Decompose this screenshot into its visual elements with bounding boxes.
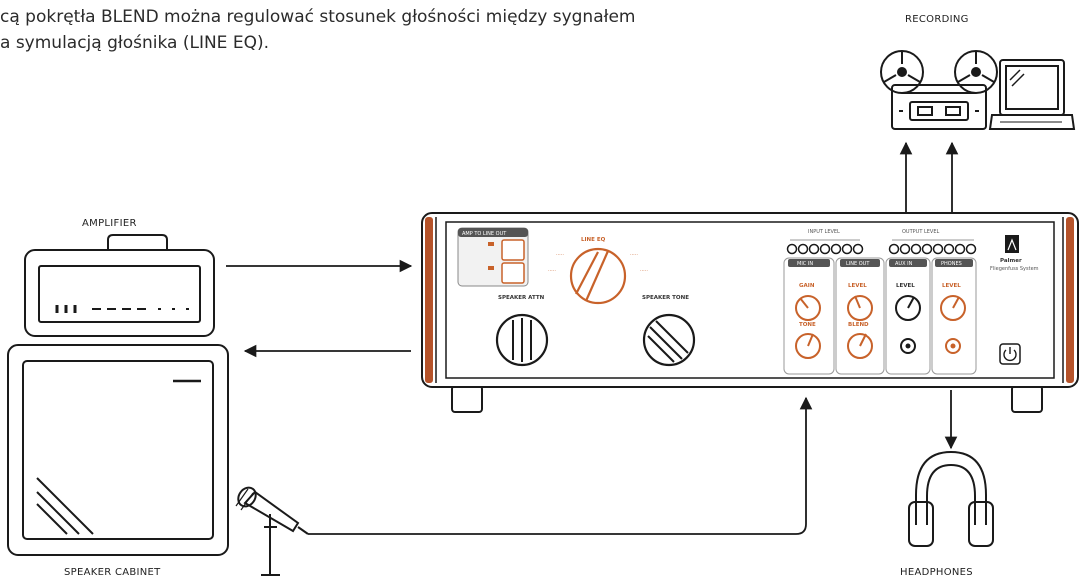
brand-name: Palmer	[1000, 258, 1022, 264]
microphone-icon	[235, 486, 309, 576]
mic-in-label: MIC IN	[797, 261, 813, 267]
tape-recorder-icon	[880, 50, 998, 130]
aux-in-level-label: LEVEL	[896, 283, 915, 289]
output-level-leds	[888, 243, 977, 255]
speaker-tone-label: SPEAKER TONE	[642, 295, 689, 301]
svg-text:·····: ·····	[630, 252, 638, 258]
amp-switch-upper[interactable]	[501, 239, 525, 261]
laptop-icon	[988, 59, 1076, 130]
speaker-cabinet-icon	[7, 344, 229, 556]
line-out-label: LINE OUT	[846, 261, 870, 267]
intro-text: cą pokrętła BLEND można regulować stosun…	[0, 4, 860, 56]
headphones-label: HEADPHONES	[900, 567, 973, 578]
svg-text:·····: ·····	[556, 252, 564, 258]
amplifier-head-icon	[24, 234, 215, 337]
amp-to-line-out-label: AMP TO LINE OUT	[462, 231, 507, 237]
output-level-label: OUTPUT LEVEL	[902, 229, 939, 235]
input-level-label: INPUT LEVEL	[808, 229, 840, 235]
intro-line-1: cą pokrętła BLEND można regulować stosun…	[0, 7, 636, 27]
amp-switch-lower[interactable]	[501, 262, 525, 284]
speaker-cabinet-label: SPEAKER CABINET	[64, 567, 161, 578]
mic-cable-arrow	[308, 396, 813, 535]
speaker-attn-label: SPEAKER ATTN	[498, 295, 545, 301]
svg-text:·····: ·····	[548, 268, 556, 274]
palmer-logo: Palmer Fliegenfuss System	[990, 235, 1039, 272]
palmer-device: AMP TO LINE OUT LINE EQ ····· ····· ····…	[421, 212, 1079, 413]
speaker-attn-knob[interactable]	[495, 313, 549, 367]
speaker-tone-knob[interactable]	[642, 313, 696, 367]
intro-line-2: a symulacją głośnika (LINE EQ).	[0, 33, 269, 53]
line-eq-knob[interactable]	[569, 247, 627, 305]
recording-label: RECORDING	[905, 14, 969, 25]
phones-level-label: LEVEL	[942, 283, 961, 289]
blend-label: BLEND	[848, 322, 869, 328]
gain-label: GAIN	[799, 283, 815, 289]
brand-subtitle: Fliegenfuss System	[990, 266, 1039, 272]
amplifier-label: AMPLIFIER	[82, 218, 137, 229]
line-eq-label: LINE EQ	[581, 237, 606, 243]
power-button[interactable]	[999, 343, 1021, 365]
line-out-level-label: LEVEL	[848, 283, 867, 289]
tone-label: TONE	[799, 322, 816, 328]
aux-in-label: AUX IN	[895, 261, 913, 267]
phones-label: PHONES	[941, 261, 962, 267]
headphones-icon	[908, 450, 994, 547]
input-level-leds	[786, 243, 864, 255]
svg-text:·····: ·····	[640, 268, 648, 274]
